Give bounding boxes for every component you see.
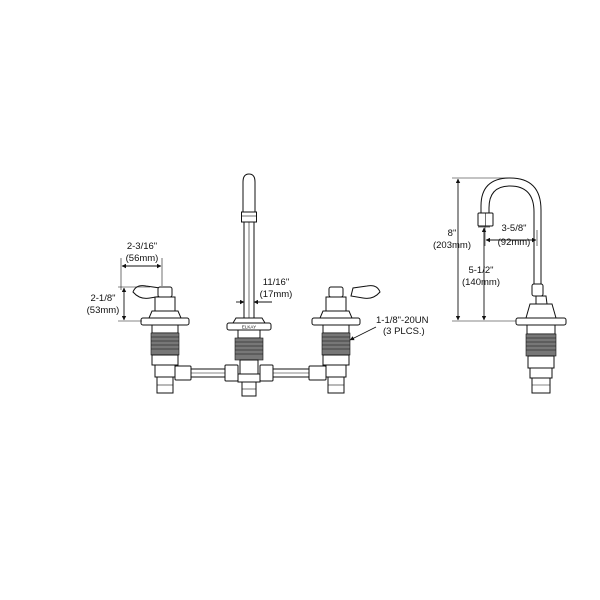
dim-handle-height-imperial: 2-1/8" [90, 293, 115, 304]
left-valve [132, 285, 190, 394]
dim-handle-height: 2-1/8" (53mm) [87, 286, 150, 322]
side-valve-body [515, 303, 567, 394]
dim-handle-spread-imperial: 2-3/16" [127, 241, 157, 252]
dim-handle-height-metric: (53mm) [87, 305, 120, 316]
dim-spout-reach-metric: (92mm) [498, 237, 531, 248]
thread-callout: 1-1/8"-20UN (3 PLCS.) [349, 315, 429, 341]
dim-spout-clearance-imperial: 5-1/2" [468, 265, 493, 276]
thread-spec: 1-1/8"-20UN [376, 315, 429, 326]
dim-spout-diameter-metric: (17mm) [260, 289, 293, 300]
dim-spout-diameter: 11/16" (17mm) [236, 277, 292, 306]
dim-spout-clearance-metric: (140mm) [462, 277, 500, 288]
dim-spout-clearance: 5-1/2" (140mm) [462, 226, 500, 321]
front-view: ELKAY [87, 173, 429, 397]
gooseneck-spout [477, 177, 548, 305]
dim-handle-spread-metric: (56mm) [126, 253, 159, 264]
dim-spout-height: 8" (203mm) [433, 177, 516, 322]
dim-spout-height-imperial: 8" [448, 228, 457, 239]
supply-connector [174, 364, 327, 382]
dim-spout-reach: 3-5/8" (92mm) [484, 223, 538, 248]
side-view: 8" (203mm) 3-5/8" (92mm) 5-1/2" (140mm) [433, 177, 567, 394]
right-valve [311, 285, 381, 394]
dim-spout-height-metric: (203mm) [433, 240, 471, 251]
dim-handle-spread: 2-3/16" (56mm) [120, 241, 163, 290]
dim-spout-diameter-imperial: 11/16" [263, 277, 289, 288]
thread-note: (3 PLCS.) [383, 326, 425, 337]
center-spout: ELKAY [226, 173, 272, 397]
dim-spout-reach-imperial: 3-5/8" [501, 223, 526, 234]
logo-mark: ELKAY [242, 325, 256, 330]
